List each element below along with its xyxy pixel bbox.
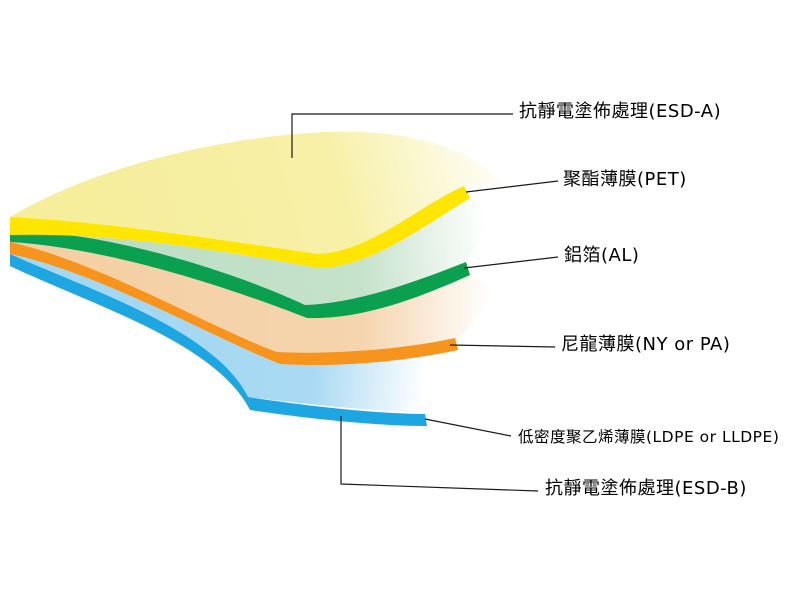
label-ny: 尼龍薄膜(NY or PA) bbox=[561, 334, 731, 355]
al-top-surface bbox=[10, 198, 498, 305]
label-esd-a: 抗靜電塗佈處理(ESD-A) bbox=[519, 101, 722, 122]
leader-line-esd-a bbox=[291, 113, 513, 158]
ny-film-edge bbox=[10, 242, 458, 366]
pet-film-edge bbox=[10, 186, 470, 268]
label-al: 鋁箔(AL) bbox=[564, 245, 640, 266]
pet-top-surface bbox=[10, 131, 503, 254]
leader-line-pet bbox=[465, 180, 559, 193]
al-foil-edge bbox=[10, 230, 470, 319]
leader-line-esd-b bbox=[340, 416, 539, 492]
label-pet: 聚酯薄膜(PET) bbox=[563, 169, 687, 190]
label-esd-b: 抗靜電塗佈處理(ESD-B) bbox=[545, 478, 747, 499]
leader-line-ldpe bbox=[424, 418, 512, 437]
label-ldpe: 低密度聚乙烯薄膜(LDPE or LLDPE) bbox=[518, 428, 780, 446]
leader-line-ny bbox=[449, 344, 556, 348]
ldpe-top-surface bbox=[10, 254, 432, 412]
leader-line-al bbox=[463, 256, 559, 269]
ny-top-surface bbox=[10, 242, 500, 353]
